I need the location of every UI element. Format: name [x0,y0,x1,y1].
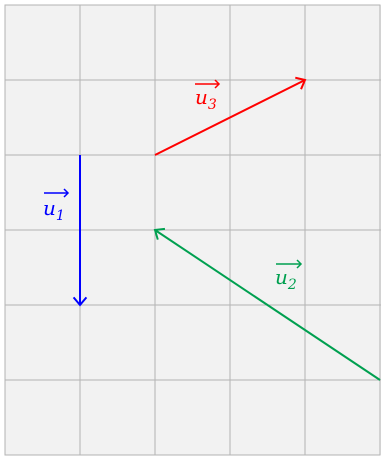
label-u3-text: u3 [195,85,217,113]
vector-u1 [72,155,88,307]
grid-border [4,4,381,456]
label-u1-overarrow-head [63,188,70,198]
vector-u2-shaft [154,229,381,381]
label-u2-overarrow-head [296,259,303,269]
vector-u2-arrowhead [153,227,166,240]
vector-u3 [154,76,307,156]
vector-u1-arrowhead [72,296,88,307]
label-u3: u3 [195,79,221,113]
label-u2-text: u2 [275,265,297,293]
vector-u3-arrowhead [295,76,307,90]
label-u1-text: u1 [43,196,65,224]
label-u3-overarrow-head [214,79,221,89]
label-u1: u1 [43,188,70,224]
vector-u2 [153,227,381,381]
vector-u3-shaft [154,79,306,156]
label-u2: u2 [275,259,303,293]
